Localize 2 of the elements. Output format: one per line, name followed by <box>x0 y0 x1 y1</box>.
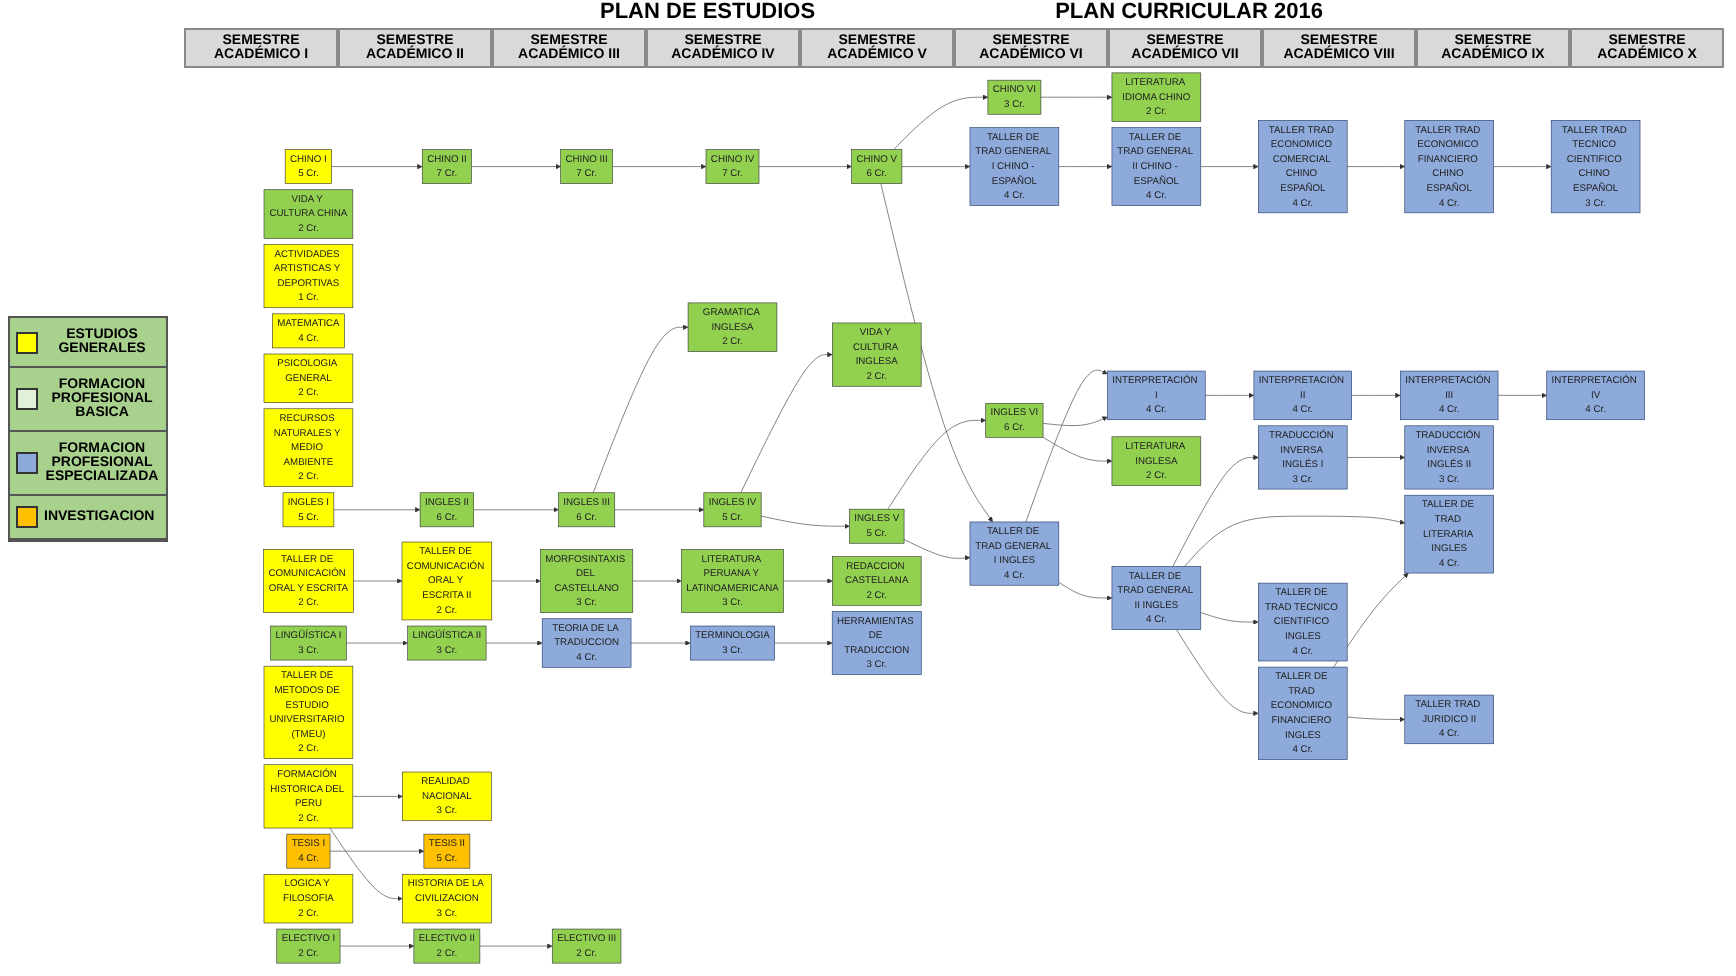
page-title: PLAN CURRICULAR 2016 <box>1055 0 1323 24</box>
page-title: PLAN DE ESTUDIOS <box>600 0 816 24</box>
